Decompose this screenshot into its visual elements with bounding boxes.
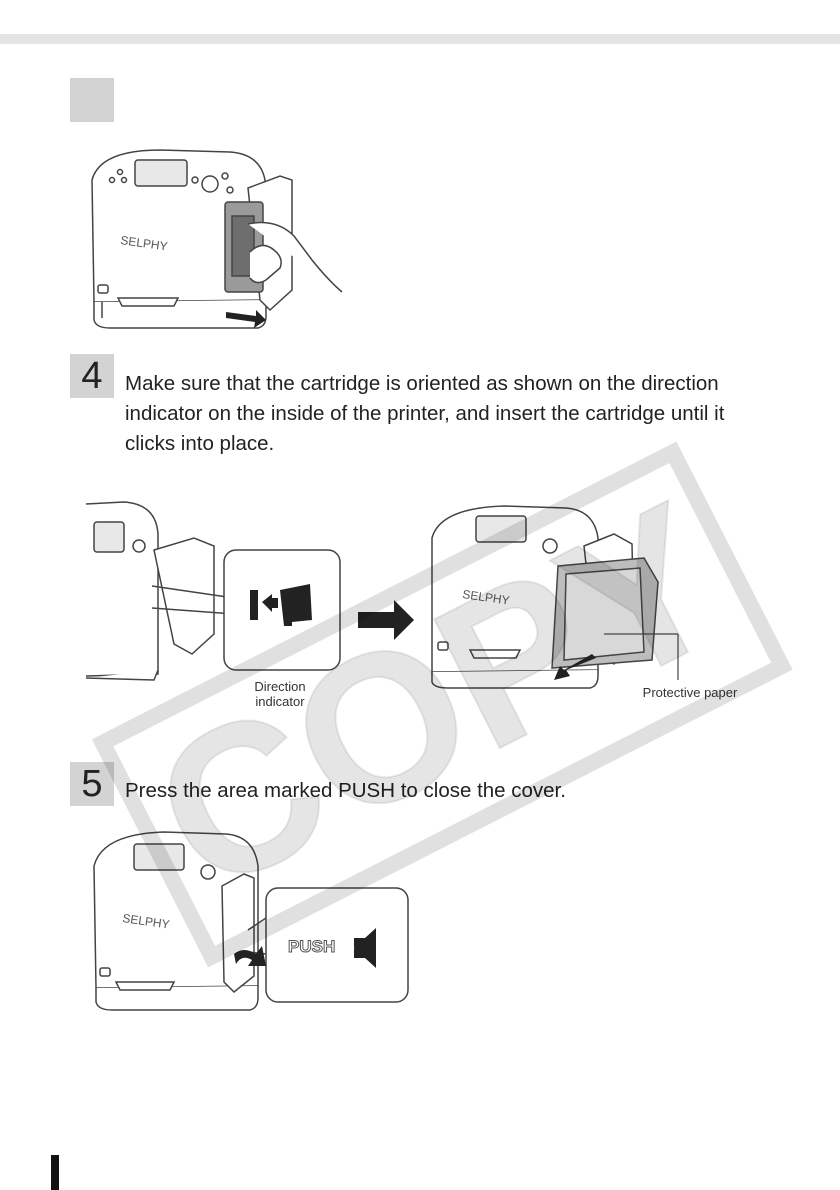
printer-illustration-remove-cartridge: SELPHY [80, 140, 350, 340]
header-rule [0, 34, 840, 44]
step-number-box [70, 78, 114, 122]
direction-indicator-label: Direction indicator [240, 679, 320, 709]
push-label: PUSH [288, 937, 335, 956]
protective-paper-label: Protective paper [630, 685, 750, 700]
step-instruction: Press the area marked PUSH to close the … [125, 776, 775, 806]
printer-illustration-insert-cartridge: SELPHY [84, 494, 764, 714]
step-instruction: Make sure that the cartridge is oriented… [125, 369, 775, 459]
page-edge-marker [51, 1155, 59, 1190]
step-number-box: 5 [70, 762, 114, 806]
printer-illustration-close-cover: SELPHY PUSH [84, 826, 414, 1016]
step-number-box: 4 [70, 354, 114, 398]
